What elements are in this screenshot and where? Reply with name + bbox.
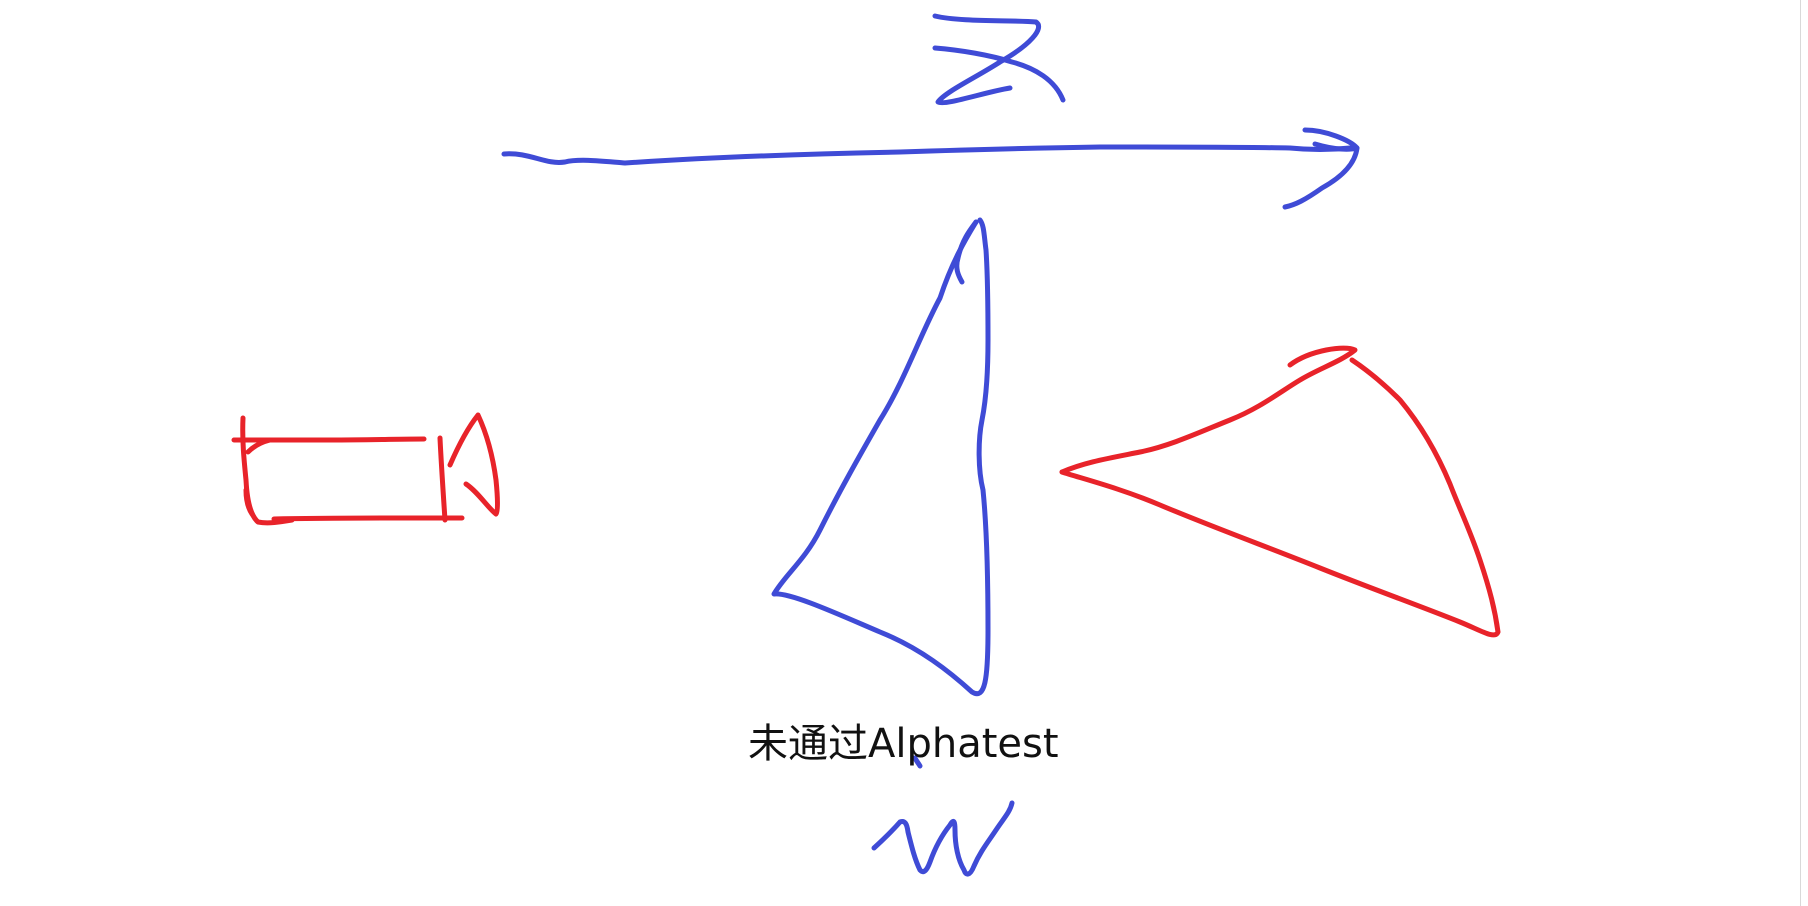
axis-arrow bbox=[501, 127, 1360, 210]
axis-letter-w bbox=[871, 800, 1015, 877]
blue-triangle bbox=[771, 217, 991, 697]
red-camera-sketch bbox=[231, 412, 500, 526]
canvas-right-border bbox=[1800, 0, 1801, 906]
ink-mark bbox=[912, 755, 923, 769]
red-triangle bbox=[1059, 345, 1501, 638]
axis-letter-z bbox=[932, 13, 1066, 106]
caption-text: 未通过Alphatest bbox=[748, 721, 1059, 767]
